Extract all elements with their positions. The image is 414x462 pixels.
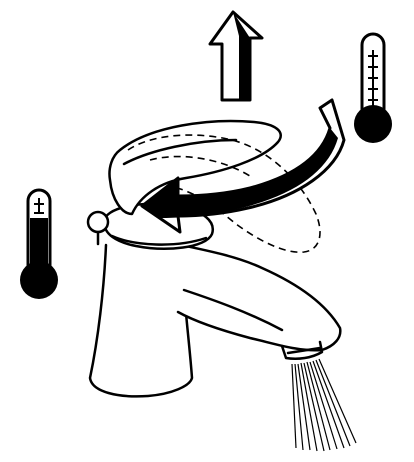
hot-thermometer-icon	[354, 34, 392, 143]
faucet-body	[88, 121, 340, 396]
cold-thermometer-icon	[20, 190, 58, 299]
up-arrow-icon	[210, 12, 262, 100]
water-stream-icon	[292, 359, 356, 451]
